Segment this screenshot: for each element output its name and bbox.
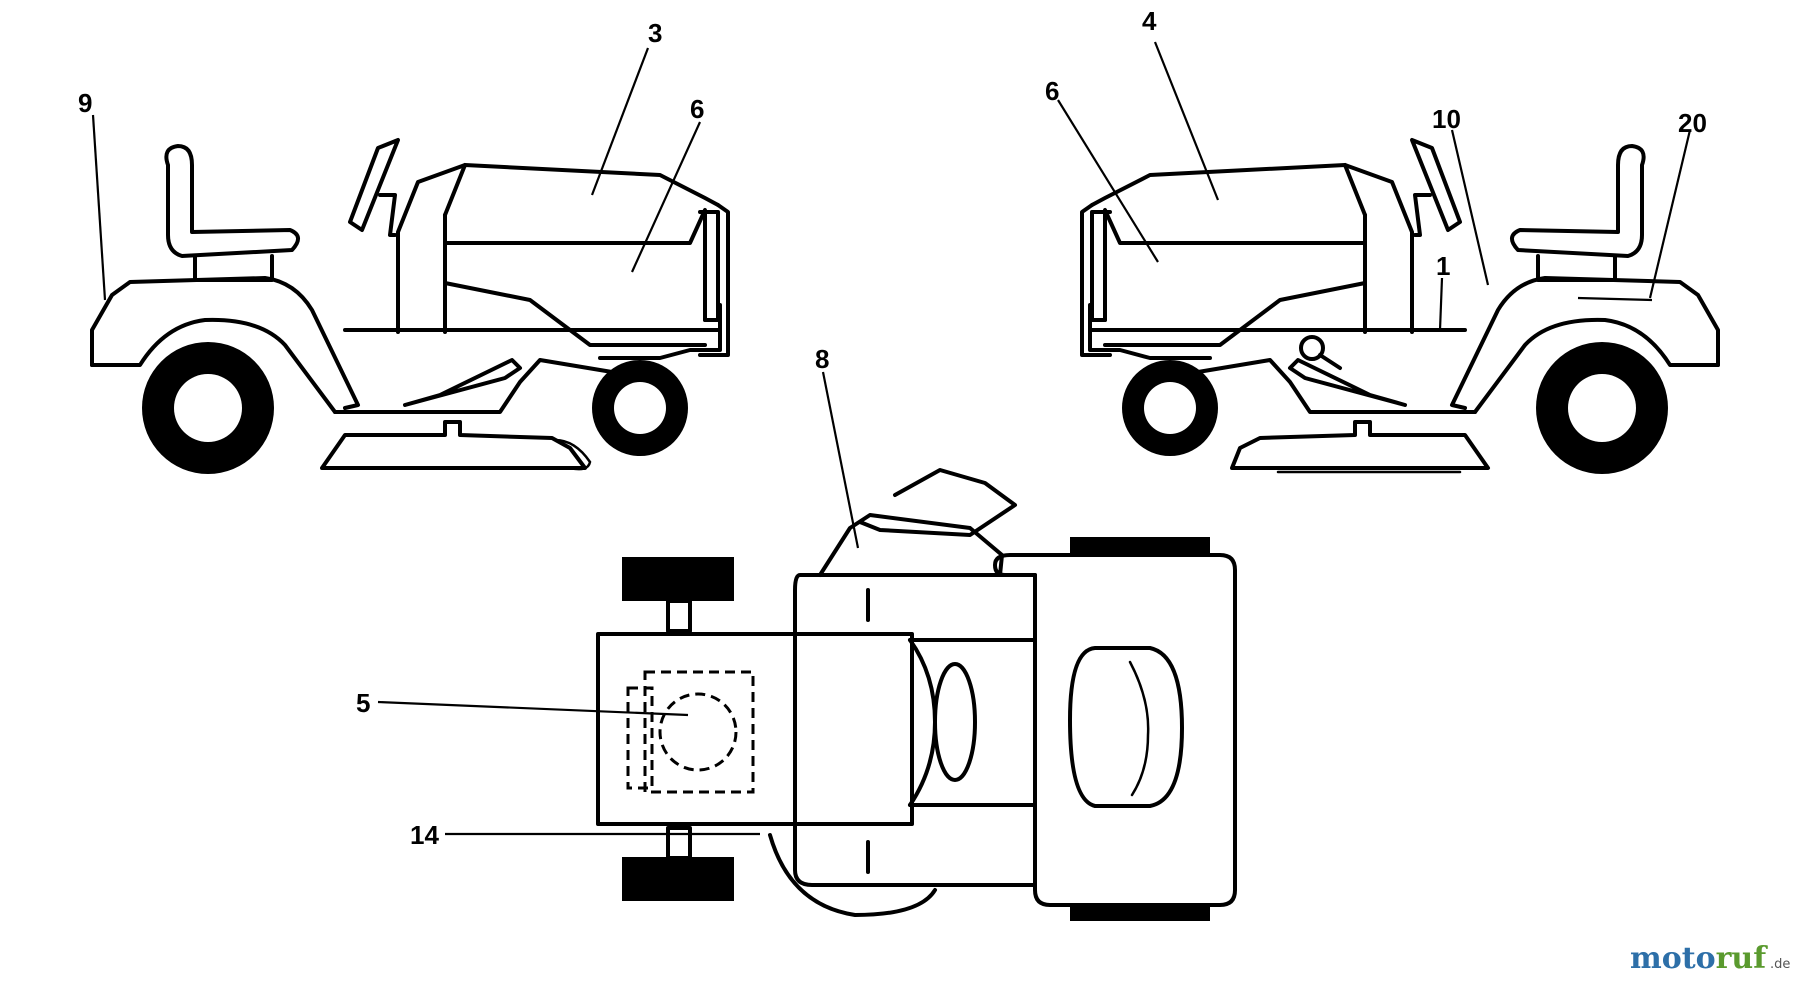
callout-5: 5: [356, 688, 370, 718]
watermark-tld: .de: [1770, 957, 1790, 972]
callout-4: 4: [1142, 6, 1157, 36]
tractor-top-view: [596, 468, 1237, 921]
watermark-moto: moto: [1630, 941, 1716, 976]
motoruf-watermark: motoruf .de: [1630, 941, 1790, 976]
callout-labels: 9 3 6 4 6 10 20 1 8 5 14: [78, 6, 1707, 850]
watermark-ruf: ruf: [1716, 941, 1769, 976]
callout-20: 20: [1678, 108, 1707, 138]
callout-6-left: 6: [690, 94, 704, 124]
callout-14: 14: [410, 820, 439, 850]
tractor-left-side-view: [90, 138, 730, 474]
callout-3: 3: [648, 18, 662, 48]
watermark-text: motoruf: [1630, 941, 1768, 976]
callout-6-right: 6: [1045, 76, 1059, 106]
callout-10: 10: [1432, 104, 1461, 134]
leader-lines: [91, 41, 1692, 836]
callout-1: 1: [1436, 251, 1450, 281]
tractor-right-side-view: [1080, 138, 1720, 474]
callout-8: 8: [815, 344, 829, 374]
callout-9: 9: [78, 88, 92, 118]
